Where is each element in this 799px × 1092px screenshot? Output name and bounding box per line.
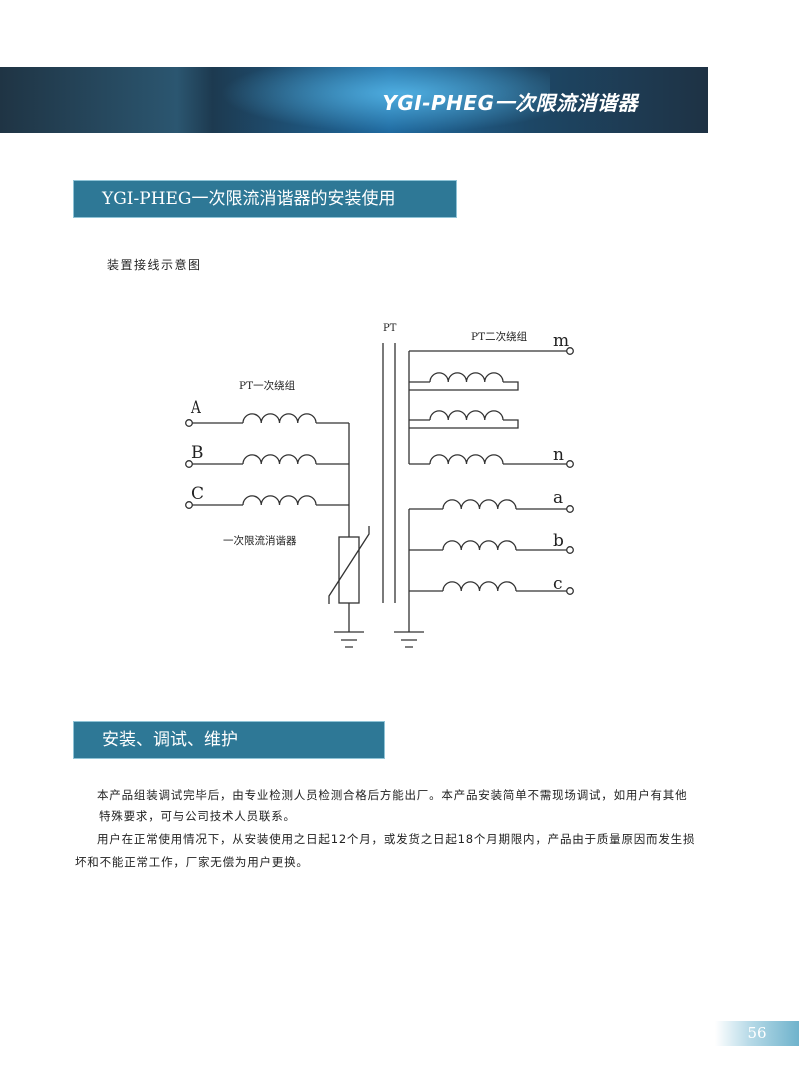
terminal-label-b-upper: B (191, 443, 204, 463)
terminal-label-a: a (553, 488, 563, 508)
paragraph-1-line-1: 本产品组装调试完毕后，由专业检测人员检测合格后方能出厂。本产品安装简单不需现场调… (97, 788, 688, 802)
terminal-label-c: c (553, 574, 563, 594)
ground-symbol (394, 631, 424, 648)
page-number: 56 (715, 1021, 799, 1046)
terminal-n (566, 460, 574, 468)
label-suppressor: 一次限流消谐器 (223, 534, 297, 547)
paragraph-2-line-2: 坏和不能正常工作，厂家无偿为用户更换。 (75, 855, 309, 869)
secondary-coil (429, 372, 504, 383)
secondary-coil (442, 499, 517, 510)
primary-coil (242, 413, 317, 424)
header-banner: YGI-PHEG一次限流消谐器 (0, 67, 708, 133)
terminal-m (566, 347, 574, 355)
label-pt-primary: PT一次绕组 (239, 379, 296, 392)
wire (409, 419, 519, 429)
terminal-label-a-upper: A (190, 398, 201, 418)
paragraph-1-line-2: 特殊要求，可与公司技术人员联系。 (99, 809, 296, 823)
primary-coil (242, 495, 317, 506)
header-title: YGI-PHEG一次限流消谐器 (382, 91, 638, 115)
terminal-label-m: m (553, 331, 569, 351)
section-title-installation: YGI-PHEG一次限流消谐器的安装使用 (73, 180, 457, 218)
transformer-core (382, 343, 396, 603)
wire (409, 381, 519, 391)
terminal-c (566, 587, 574, 595)
secondary-coil (429, 454, 504, 465)
ground-symbol (334, 631, 364, 648)
diagram-caption: 装置接线示意图 (107, 258, 202, 272)
primary-coil (242, 454, 317, 465)
paragraph-2-line-1: 用户在正常使用情况下，从安装使用之日起12个月，或发货之日起18个月期限内，产品… (97, 832, 696, 846)
terminal-a (566, 505, 574, 513)
terminal-label-c-upper: C (191, 484, 204, 504)
terminal-label-b: b (553, 531, 564, 551)
banner-glow (220, 67, 550, 133)
suppressor-resistor (338, 536, 360, 604)
terminal-b (566, 546, 574, 554)
label-pt-secondary: PT二次绕组 (471, 330, 528, 343)
secondary-coil (429, 410, 504, 421)
terminal-label-n: n (553, 445, 564, 465)
diagram-wires (185, 343, 574, 648)
terminal-primary (185, 419, 193, 427)
label-pt: PT (383, 323, 397, 334)
varistor-diagonal (328, 526, 370, 604)
section-title-maintenance: 安装、调试、维护 (73, 721, 385, 759)
secondary-coil (442, 581, 517, 592)
secondary-coil (442, 540, 517, 551)
